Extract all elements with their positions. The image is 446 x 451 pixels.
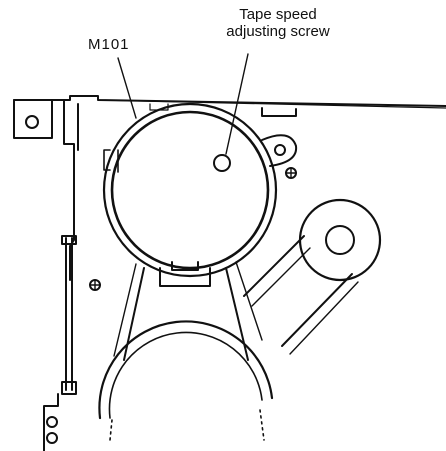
motor-leader-line xyxy=(117,57,137,119)
pulley-belt xyxy=(243,235,359,355)
motor-label: M101 xyxy=(88,36,130,53)
screw-label-line1: Tape speed xyxy=(239,6,317,23)
left-rod xyxy=(43,235,77,451)
left-bracket xyxy=(13,99,79,281)
bracket-hole xyxy=(25,115,39,129)
motor-mount-ear xyxy=(261,134,298,167)
motor-m101 xyxy=(102,102,278,278)
screw-label-line2: adjusting screw xyxy=(226,23,330,40)
screw-leader-line xyxy=(225,53,249,155)
speed-adjust-screw xyxy=(213,154,231,172)
cross-screw-left xyxy=(89,279,101,291)
motor-bottom-clip xyxy=(159,261,211,287)
flywheel xyxy=(98,320,274,441)
screw-label: Tape speed adjusting screw xyxy=(208,6,348,40)
chassis-top-edge xyxy=(13,95,446,117)
right-pulley xyxy=(298,198,382,282)
cross-screw-right xyxy=(285,167,297,179)
leader-lines xyxy=(117,53,249,155)
lower-left-holes xyxy=(46,416,58,444)
